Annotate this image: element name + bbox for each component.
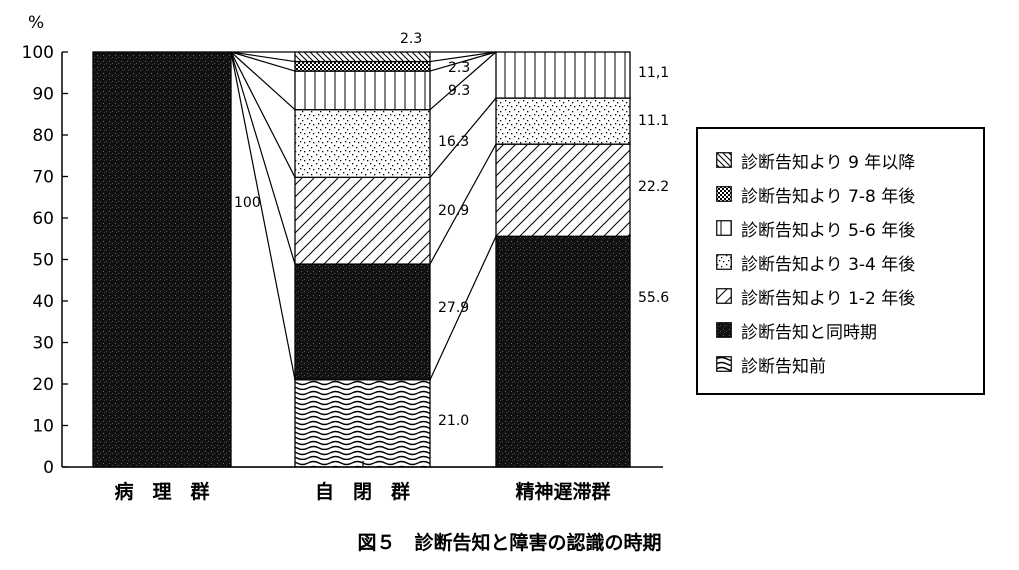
y-tick-label: 30 bbox=[32, 334, 54, 354]
legend-item: 診断告知より 7-8 年後 bbox=[716, 182, 916, 207]
y-tick-label: 0 bbox=[43, 458, 54, 478]
legend-item: 診断告知より 9 年以降 bbox=[716, 148, 916, 173]
bar-segment bbox=[294, 109, 431, 178]
data-label: 9.3 bbox=[448, 83, 470, 99]
y-tick-label: 60 bbox=[32, 209, 54, 229]
data-label: 2.3 bbox=[400, 31, 422, 47]
y-tick-label: 50 bbox=[32, 251, 54, 271]
legend-label: 診断告知より 9 年以降 bbox=[741, 152, 916, 173]
category-label: 病 理 群 bbox=[114, 480, 209, 503]
connector-line bbox=[230, 51, 296, 380]
connector-line bbox=[230, 51, 296, 111]
bar-segment bbox=[294, 51, 431, 63]
data-label: 2.3 bbox=[448, 60, 470, 76]
bar-segment bbox=[294, 263, 431, 381]
y-tick-label: 80 bbox=[32, 126, 54, 146]
legend-item: 診断告知と同時期 bbox=[716, 318, 877, 343]
bar-segment bbox=[92, 51, 232, 468]
data-label: 100 bbox=[234, 195, 261, 211]
y-tick-label: 10 bbox=[32, 417, 54, 437]
y-tick-label: 100 bbox=[22, 43, 54, 63]
legend-item: 診断告知前 bbox=[716, 352, 826, 377]
bar-segment bbox=[495, 51, 631, 99]
legend-label: 診断告知と同時期 bbox=[741, 322, 877, 343]
connector-line bbox=[230, 51, 296, 265]
bar-segment bbox=[294, 176, 431, 265]
connector-line bbox=[230, 51, 296, 63]
legend-swatch bbox=[716, 152, 732, 168]
legend-label: 診断告知より 3-4 年後 bbox=[741, 254, 916, 275]
legend-label: 診断告知より 5-6 年後 bbox=[741, 220, 916, 241]
connector-line bbox=[429, 51, 497, 111]
bar-segment bbox=[495, 143, 631, 237]
legend-swatch bbox=[716, 322, 732, 338]
bar-segment bbox=[495, 235, 631, 468]
legend: 診断告知より 9 年以降診断告知より 7-8 年後診断告知より 5-6 年後診断… bbox=[696, 127, 985, 395]
legend-swatch bbox=[716, 254, 732, 270]
connector-line bbox=[429, 51, 497, 72]
y-unit-label: % bbox=[28, 13, 44, 33]
legend-swatch bbox=[716, 220, 732, 236]
y-tick-label: 20 bbox=[32, 375, 54, 395]
legend-label: 診断告知より 7-8 年後 bbox=[741, 186, 916, 207]
category-label: 自 閉 群 bbox=[315, 480, 410, 503]
bar-segment bbox=[294, 70, 431, 111]
data-label: 11.1 bbox=[638, 113, 669, 129]
legend-item: 診断告知より 5-6 年後 bbox=[716, 216, 916, 241]
legend-swatch bbox=[716, 186, 732, 202]
legend-swatch bbox=[716, 356, 732, 372]
legend-item: 診断告知より 1-2 年後 bbox=[716, 284, 916, 309]
y-tick-label: 90 bbox=[32, 85, 54, 105]
connector-line bbox=[429, 143, 497, 265]
connector-line bbox=[230, 51, 296, 72]
connector-line bbox=[230, 51, 296, 178]
data-label: 20.9 bbox=[438, 203, 469, 219]
connector-line bbox=[429, 51, 497, 63]
legend-swatch bbox=[716, 288, 732, 304]
y-tick-label: 70 bbox=[32, 168, 54, 188]
y-tick-label: 40 bbox=[32, 292, 54, 312]
connector-line bbox=[429, 97, 497, 178]
connector-line bbox=[429, 236, 497, 381]
legend-item: 診断告知より 3-4 年後 bbox=[716, 250, 916, 275]
data-label: 22.2 bbox=[638, 179, 669, 195]
legend-label: 診断告知より 1-2 年後 bbox=[741, 288, 916, 309]
data-label: 55.6 bbox=[638, 290, 669, 306]
data-label: 16.3 bbox=[438, 134, 469, 150]
data-label: 21.0 bbox=[438, 413, 469, 429]
bar-segment bbox=[495, 97, 631, 145]
legend-label: 診断告知前 bbox=[741, 356, 826, 377]
category-label: 精神遅滞群 bbox=[515, 480, 610, 503]
figure-caption: 図５ 診断告知と障害の認識の時期 bbox=[357, 532, 662, 554]
data-label: 27.9 bbox=[438, 300, 469, 316]
bar-segment bbox=[294, 379, 431, 468]
bar-segment bbox=[294, 60, 431, 72]
data-label: 11,1 bbox=[638, 65, 669, 81]
